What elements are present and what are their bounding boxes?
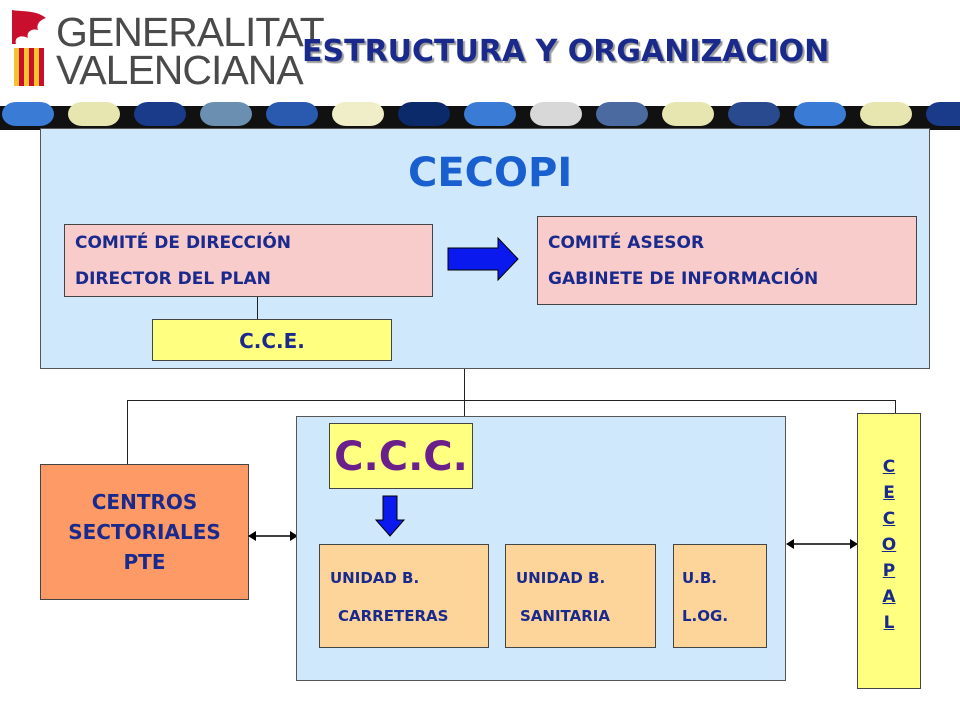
gabinete-informacion-label: GABINETE DE INFORMACIÓN <box>548 269 819 289</box>
banner-block <box>2 102 54 126</box>
cecopal-letter: P <box>882 561 896 581</box>
unidad-label: UNIDAD B. <box>516 569 606 587</box>
centros-line-2: SECTORIALES <box>68 520 221 544</box>
unidad-name: SANITARIA <box>520 607 610 625</box>
cecopal-letter: O <box>881 535 897 555</box>
unidad-sanitaria-box: UNIDAD B. SANITARIA <box>505 544 656 648</box>
cecopal-letter: E <box>883 483 895 503</box>
centros-sectoriales-box: CENTROS SECTORIALES PTE <box>40 464 249 600</box>
unidad-label: UNIDAD B. <box>330 569 420 587</box>
cecopal-box: C E C O P A L <box>857 413 921 689</box>
comite-direccion-label: COMITÉ DE DIRECCIÓN <box>75 233 292 253</box>
banner-block <box>596 102 648 126</box>
banner-block <box>464 102 516 126</box>
banner-block <box>266 102 318 126</box>
connector-line <box>257 297 258 319</box>
unidad-name: L.OG. <box>682 607 729 625</box>
cce-box: C.C.E. <box>152 319 392 361</box>
page-title: ESTRUCTURA Y ORGANIZACION <box>302 34 830 69</box>
banner-block <box>134 102 186 126</box>
centros-line-1: CENTROS <box>91 490 198 514</box>
banner-block <box>728 102 780 126</box>
banner-block <box>794 102 846 126</box>
connector-line <box>127 400 896 401</box>
comite-asesor-label: COMITÉ ASESOR <box>548 233 705 253</box>
connector-line <box>895 400 896 413</box>
bat-emblem-icon <box>12 10 46 86</box>
down-arrow-icon <box>375 495 405 537</box>
logo-line-2: VALENCIANA <box>56 47 304 93</box>
banner-block <box>530 102 582 126</box>
banner-block <box>332 102 384 126</box>
logo-line-1: GENERALITAT <box>56 9 325 55</box>
connector-line <box>127 400 128 464</box>
cecopal-letter: C <box>882 457 896 477</box>
ccc-box: C.C.C. <box>329 423 473 489</box>
double-arrow-icon <box>248 531 298 541</box>
director-plan-label: DIRECTOR DEL PLAN <box>75 269 271 289</box>
centros-line-3: PTE <box>123 550 166 574</box>
comite-direccion-box: COMITÉ DE DIRECCIÓN DIRECTOR DEL PLAN <box>64 224 433 297</box>
comite-asesor-box: COMITÉ ASESOR GABINETE DE INFORMACIÓN <box>537 216 917 305</box>
banner-block <box>926 102 960 126</box>
unidad-name: CARRETERAS <box>338 607 449 625</box>
connector-line <box>464 369 465 416</box>
banner-block <box>200 102 252 126</box>
banner-block <box>860 102 912 126</box>
generalitat-logo: GENERALITAT VALENCIANA <box>6 8 325 91</box>
banner-block <box>662 102 714 126</box>
banner-block <box>68 102 120 126</box>
cecopal-letter: A <box>882 587 896 607</box>
cecopal-letter: C <box>882 509 896 529</box>
banner-block <box>398 102 450 126</box>
decorative-banner <box>0 102 960 130</box>
ub-logistica-box: U.B. L.OG. <box>673 544 767 648</box>
double-arrow-icon <box>786 539 858 549</box>
cecopi-title: CECOPI <box>408 150 573 196</box>
unidad-carreteras-box: UNIDAD B. CARRETERAS <box>319 544 489 648</box>
right-arrow-icon <box>447 236 519 282</box>
cecopal-letter: L <box>883 613 895 633</box>
unidad-label: U.B. <box>682 569 718 587</box>
